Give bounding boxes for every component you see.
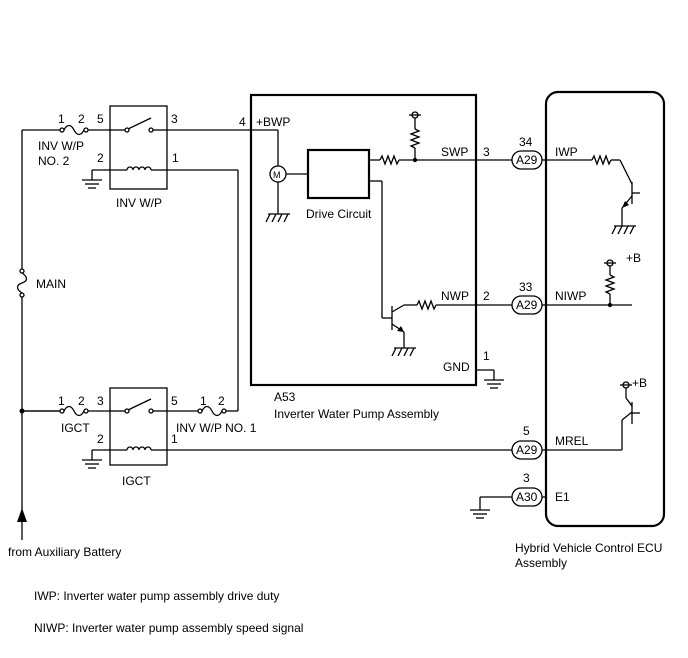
pump-label-bwp: +BWP: [256, 115, 290, 129]
pump-pin-bwp: 4: [239, 115, 246, 129]
igct-fuse-symbol: [22, 405, 110, 417]
inv-wp-relay-pin-in: 5: [97, 112, 104, 126]
ecu-plus-b-2: +B: [632, 376, 647, 390]
connector-a29-iwp-pin: 34: [519, 135, 533, 149]
igct-relay-pin-out: 5: [171, 394, 178, 408]
ecu-plus-b-1: +B: [626, 251, 641, 265]
pump-label-nwp: NWP: [441, 289, 469, 303]
connector-a29-iwp-code: A29: [516, 153, 538, 167]
inv-wp-relay-label: INV W/P: [116, 196, 162, 210]
igct-relay-label: IGCT: [122, 474, 151, 488]
igct-relay-ground-icon: [82, 449, 110, 469]
pump-assembly-box: [249, 93, 478, 387]
connector-a29-mrel-pin: 5: [523, 424, 530, 438]
main-fuse-symbol: [16, 268, 28, 298]
connector-a29-niwp-code: A29: [516, 298, 538, 312]
igct-relay-pin-coil-ground: 2: [97, 432, 104, 446]
inv-wp-relay-pin-coil-ground: 2: [97, 151, 104, 165]
inv-wp-no2-fuse-label-1: INV W/P: [38, 139, 84, 153]
pump-assembly-name: Inverter Water Pump Assembly: [274, 407, 439, 421]
inv-wp-coil-wire: [167, 169, 239, 411]
inv-wp-relay-pin-coil-high: 1: [172, 151, 179, 165]
inv-wp-no2-fuse-pin1: 1: [58, 112, 65, 126]
legend-iwp: IWP: Inverter water pump assembly drive …: [34, 589, 280, 603]
main-fuse-label: MAIN: [36, 277, 66, 291]
ecu-terminal-mrel: MREL: [555, 434, 589, 448]
pump-pin-swp: 3: [483, 145, 490, 159]
inv-wp-no2-fuse-label-2: NO. 2: [38, 154, 70, 168]
motor-symbol-label: M: [273, 170, 281, 180]
igct-relay-pin-in: 3: [97, 394, 104, 408]
igct-relay-box: [109, 387, 168, 466]
ecu-terminal-niwp: NIWP: [555, 289, 586, 303]
nwp-internal-wire: [369, 180, 512, 357]
bwp-wire: [167, 129, 279, 166]
ecu-name-line-2: Assembly: [515, 556, 567, 570]
ecu-name-line-1: Hybrid Vehicle Control ECU: [515, 541, 662, 555]
pump-pin-gnd: 1: [483, 349, 490, 363]
pump-label-swp: SWP: [441, 145, 468, 159]
inv-wp-no1-fuse-label: INV W/P NO. 1: [176, 421, 257, 435]
ecu-terminal-e1: E1: [555, 490, 570, 504]
ecu-mrel-circuit: [546, 381, 640, 451]
connector-a30-e1: [479, 487, 546, 510]
connector-a29-niwp: [511, 295, 546, 315]
inv-wp-no2-fuse-pin2: 2: [78, 112, 85, 126]
connector-a30-e1-code: A30: [516, 490, 538, 504]
ecu-terminal-iwp: IWP: [555, 145, 578, 159]
inv-wp-no1-fuse-pin1: 1: [200, 394, 207, 408]
ecu-ground-icon: [470, 509, 490, 519]
swp-internal-wire: [369, 111, 512, 166]
igct-fuse-pin2: 2: [78, 394, 85, 408]
inv-wp-no1-fuse-symbol: [167, 405, 238, 417]
igct-relay-pin-coil-high: 1: [171, 432, 178, 446]
pump-ground-icon: [476, 369, 504, 389]
ecu-box: [544, 90, 666, 528]
connector-a30-e1-pin: 3: [523, 471, 530, 485]
connector-a29-mrel-code: A29: [516, 443, 538, 457]
drive-circuit-box: [306, 148, 371, 200]
connector-a29-niwp-pin: 33: [519, 280, 533, 294]
pump-pin-nwp: 2: [483, 289, 490, 303]
battery-source-label: from Auxiliary Battery: [8, 545, 121, 559]
pump-assembly-code: A53: [274, 390, 296, 404]
igct-fuse-label: IGCT: [61, 421, 90, 435]
inv-wp-no2-fuse-symbol: [59, 124, 110, 136]
legend-niwp: NIWP: Inverter water pump assembly speed…: [34, 621, 304, 635]
inv-wp-no1-fuse-pin2: 2: [218, 394, 225, 408]
igct-fuse-pin1: 1: [58, 394, 65, 408]
drive-circuit-label: Drive Circuit: [306, 207, 372, 221]
inv-wp-relay-box: [109, 105, 168, 190]
inv-wp-relay-ground-icon: [82, 169, 110, 189]
ecu-niwp-circuit: [546, 259, 632, 308]
inv-wp-relay-pin-out: 3: [171, 112, 178, 126]
ecu-iwp-circuit: [546, 154, 640, 235]
pump-label-gnd: GND: [443, 360, 470, 374]
battery-arrow: [17, 508, 27, 522]
main-bus-wire: [19, 129, 60, 540]
motor-icon: [265, 165, 290, 223]
